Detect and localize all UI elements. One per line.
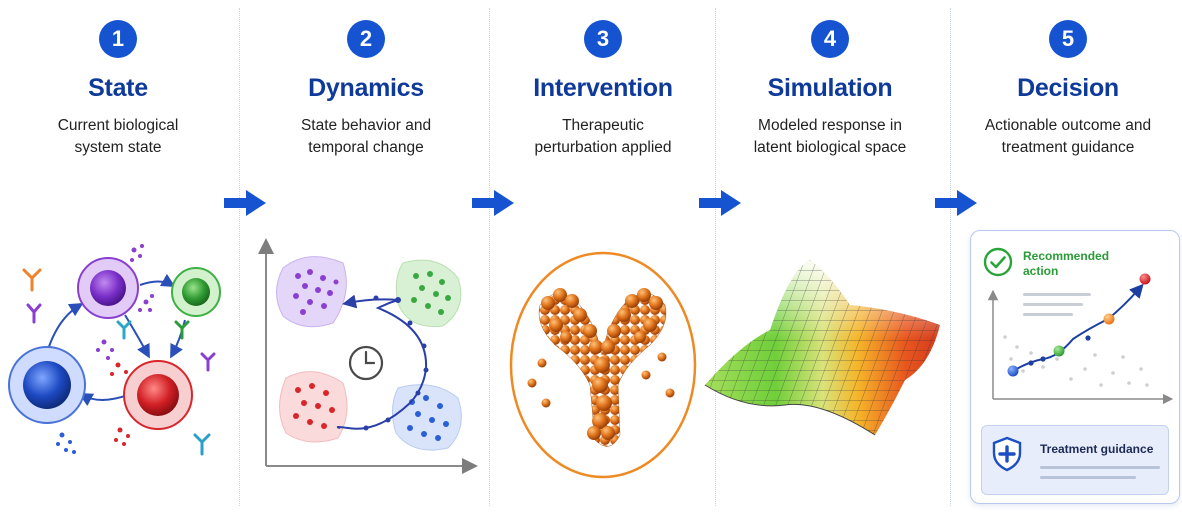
step-badge: 5	[1049, 20, 1087, 58]
treatment-guidance-panel: Treatment guidance	[981, 425, 1169, 495]
stage-description: Actionable outcome and treatment guidanc…	[984, 117, 1152, 156]
stage-dynamics: 2 Dynamics State behavior and temporal c…	[248, 20, 484, 159]
stage-title: Dynamics	[308, 74, 424, 102]
stage-divider	[239, 8, 240, 506]
dynamics-plot-illustration	[258, 238, 478, 474]
treatment-guidance-label: Treatment guidance	[1040, 442, 1154, 456]
step-badge: 4	[811, 20, 849, 58]
decision-card: Recommended action	[970, 230, 1180, 504]
flow-arrow-icon	[472, 190, 514, 216]
placeholder-line	[1023, 313, 1073, 316]
stage-title: State	[88, 74, 148, 102]
stage-decision: 5 Decision Actionable outcome and treatm…	[950, 20, 1182, 159]
flow-arrow-icon	[699, 190, 741, 216]
stage-divider	[489, 8, 490, 506]
stage-divider	[950, 8, 951, 506]
outcome-trajectory-chart	[987, 273, 1173, 405]
check-circle-icon	[983, 247, 1013, 277]
stage-description: Current biological system state	[57, 117, 179, 156]
stage-title: Simulation	[767, 74, 893, 102]
placeholder-line	[1040, 476, 1136, 479]
step-badge: 1	[99, 20, 137, 58]
stage-description: State behavior and temporal change	[300, 117, 432, 156]
stage-state: 1 State Current biological system state	[0, 20, 236, 159]
shield-icon	[992, 436, 1022, 472]
antibody-illustration	[509, 251, 697, 479]
flow-arrow-icon	[935, 190, 977, 216]
step-badge: 2	[347, 20, 385, 58]
placeholder-line	[1023, 293, 1091, 296]
placeholder-line	[1040, 466, 1160, 469]
recommended-action-label: Recommended action	[1023, 249, 1110, 278]
stage-divider	[715, 8, 716, 506]
flow-arrow-icon	[224, 190, 266, 216]
stage-simulation: 4 Simulation Modeled response in latent …	[712, 20, 948, 159]
cell-network-illustration	[8, 244, 221, 456]
stage-title: Decision	[1017, 74, 1119, 102]
stage-intervention: 3 Intervention Therapeutic perturbation …	[485, 20, 721, 159]
stage-title: Intervention	[533, 74, 673, 102]
step-badge: 3	[584, 20, 622, 58]
latent-landscape-illustration	[704, 260, 940, 436]
stage-description: Therapeutic perturbation applied	[534, 117, 672, 156]
placeholder-line	[1023, 303, 1083, 306]
stage-description: Modeled response in latent biological sp…	[753, 117, 907, 156]
